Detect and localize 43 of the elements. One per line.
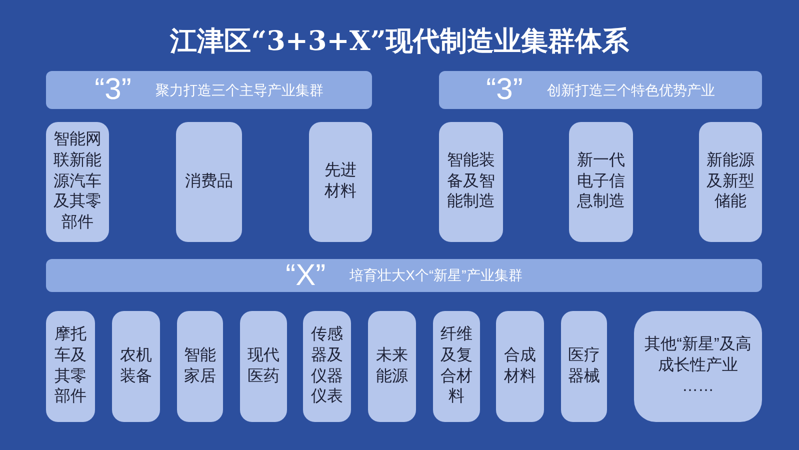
industry-card (176, 122, 242, 242)
banner-number: “X” (286, 260, 326, 290)
industry-card (303, 311, 351, 422)
banner-number: “3” (486, 75, 523, 105)
industry-name: 传感器及仪器仪表 (310, 324, 344, 408)
banner-text: 创新打造三个特色优势产业 (546, 80, 715, 100)
industry-name: 其他“新星”及高成长性产业 (644, 335, 752, 376)
industry-name: 智能装备及智能制造 (446, 150, 496, 212)
banner-number: “3” (94, 75, 132, 105)
banner-text: 聚力打造三个主导产业集群 (155, 80, 324, 100)
category-banner (46, 71, 372, 109)
industry-name: 未来能源 (375, 346, 409, 386)
industry-card (46, 122, 109, 242)
industry-card (368, 311, 416, 422)
industry-card (309, 122, 372, 242)
industry-name: 合成材料 (503, 346, 537, 386)
industry-card (496, 311, 544, 422)
industry-card (569, 122, 633, 242)
industry-card (177, 311, 223, 422)
industry-card (439, 122, 503, 242)
banner-text: 培育壮大X个“新星”产业集群 (350, 266, 522, 285)
industry-card (634, 311, 762, 422)
industry-card (433, 311, 480, 422)
industry-card (46, 311, 95, 422)
industry-card (561, 311, 607, 422)
industry-name: 智能家居 (183, 346, 217, 386)
industry-name: 农机装备 (119, 346, 153, 386)
industry-card (112, 311, 160, 422)
title: 江津区“3+3+X”现代制造业集群体系 (168, 25, 630, 59)
industry-name: 智能网联新能源汽车及其零部件 (52, 130, 102, 234)
industry-name: …… (681, 376, 715, 397)
industry-name: 纤维及复合材料 (440, 324, 474, 408)
industry-name: 先进材料 (324, 161, 358, 202)
industry-card (240, 311, 287, 422)
industry-name: 医疗器械 (567, 346, 601, 386)
category-banner (46, 259, 762, 292)
industry-name: 现代医药 (246, 346, 280, 386)
category-banner (439, 71, 762, 109)
industry-card (699, 122, 762, 242)
industry-name: 摩托车及其零部件 (54, 324, 88, 408)
industry-name: 新一代电子信息制造 (576, 150, 626, 212)
industry-name: 新能源及新型储能 (706, 150, 756, 212)
industry-name: 消费品 (184, 172, 234, 192)
